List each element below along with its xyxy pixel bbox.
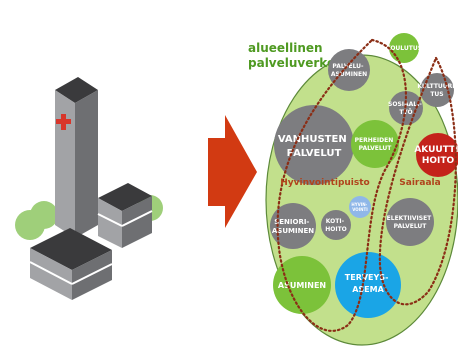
hospital-outline — [378, 55, 457, 306]
svg-text:HYVIN- VOINTI: HYVIN- VOINTI — [351, 202, 368, 212]
service-kulttuuri: KULTTUURI TUS — [417, 73, 456, 107]
hospital-building-illustration — [15, 77, 163, 300]
hospital-label: Sairaala — [399, 178, 440, 188]
svg-text:PERHEIDEN PALVELUT: PERHEIDEN PALVELUT — [355, 137, 396, 152]
service-hyvinvointi: HYVIN- VOINTI — [349, 196, 371, 218]
svg-text:TERVEYS- ASEMA: TERVEYS- ASEMA — [345, 273, 391, 294]
service-vanhusten-palvelut: VANHUSTEN PALVELUT — [274, 105, 354, 185]
service-seniori-asuminen: SENIORI- ASUMINEN — [270, 203, 316, 249]
service-palveluasuminen: PALVELU- ASUMINEN — [328, 49, 370, 91]
svg-text:AKUUTTI HOITO: AKUUTTI HOITO — [414, 145, 458, 166]
svg-text:VANHUSTEN PALVELUT: VANHUSTEN PALVELUT — [278, 134, 350, 159]
service-elektiiviset-palvelut: ELEKTIIVISET PALVELUT — [386, 198, 434, 246]
svg-text:KOULUTUS: KOULUTUS — [386, 45, 422, 52]
wellbeing-park-label: Hyvinvointipuisto — [280, 178, 369, 188]
svg-text:KOTI- HOITO: KOTI- HOITO — [325, 218, 347, 233]
svg-text:ASUMINEN: ASUMINEN — [278, 281, 326, 290]
service-perheiden-palvelut: PERHEIDEN PALVELUT — [351, 120, 399, 168]
service-akuuttihoito: AKUUTTI HOITO — [414, 133, 458, 177]
service-koulutus: KOULUTUS — [386, 33, 422, 63]
service-terveysasema: TERVEYS- ASEMA — [335, 252, 401, 318]
svg-text:SENIORI- ASUMINEN: SENIORI- ASUMINEN — [272, 218, 314, 235]
svg-text:KULTTUURI TUS: KULTTUURI TUS — [417, 83, 456, 98]
transition-arrow — [208, 115, 257, 228]
svg-text:ELEKTIIVISET PALVELUT: ELEKTIIVISET PALVELUT — [387, 215, 434, 230]
svg-text:PALVELU- ASUMINEN: PALVELU- ASUMINEN — [331, 63, 367, 78]
service-kotihoito: KOTI- HOITO — [321, 210, 351, 240]
wellbeing-park-outline — [276, 38, 407, 332]
tree-icon — [30, 201, 58, 229]
svg-text:SOSIAALI- TYÖ: SOSIAALI- TYÖ — [388, 101, 424, 116]
service-asuminen: ASUMINEN — [273, 256, 331, 314]
